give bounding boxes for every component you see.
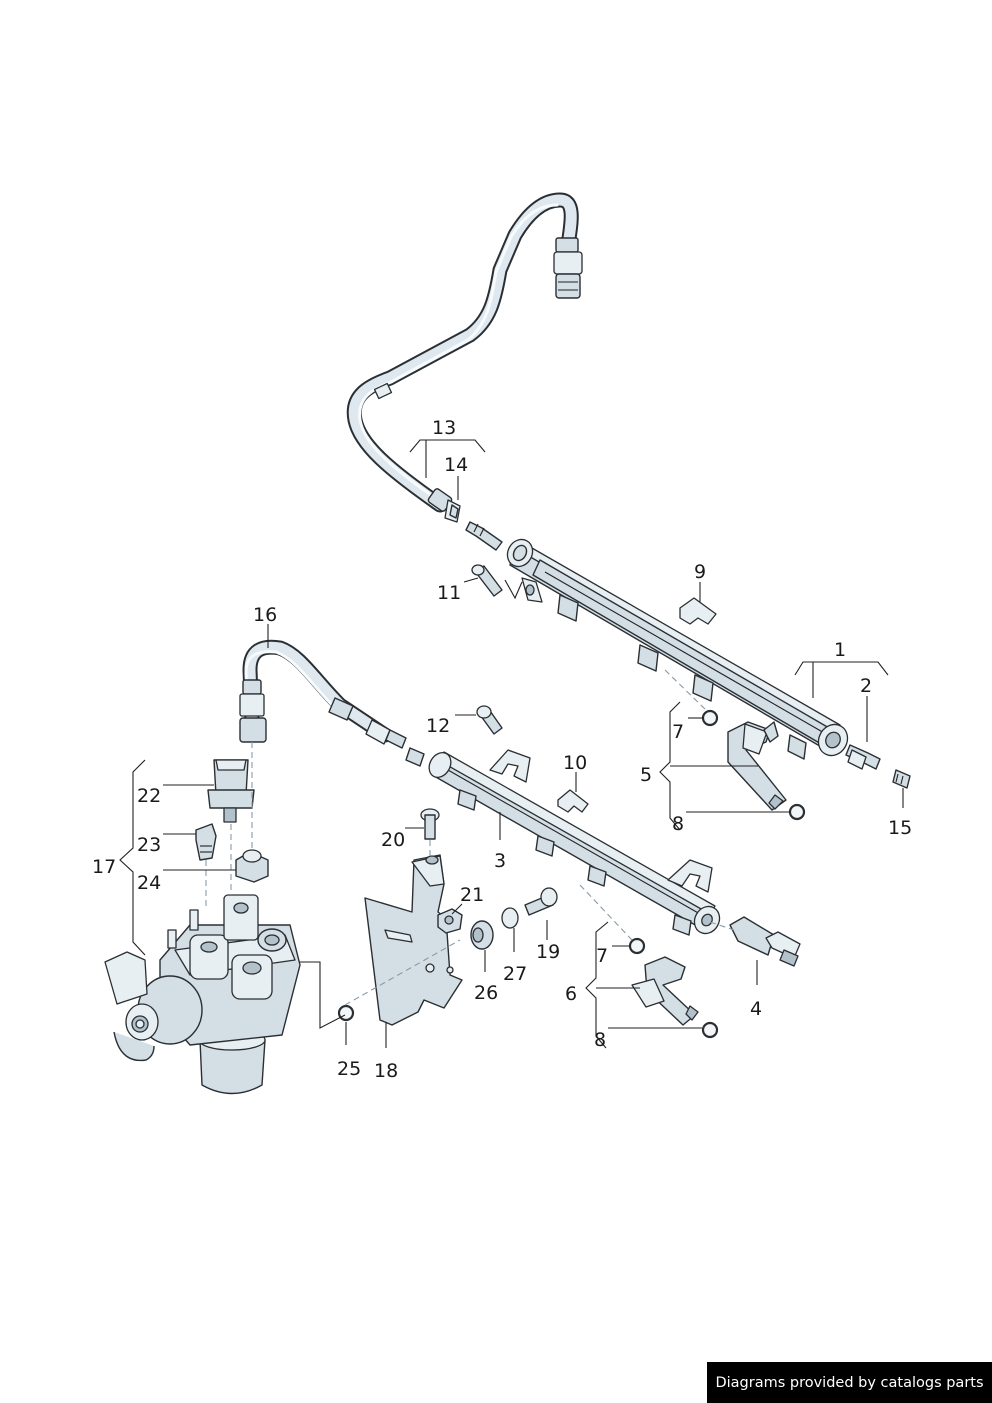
callout-7-upper: 7 xyxy=(672,721,684,743)
retaining-clip-10 xyxy=(557,789,589,813)
injector-lower xyxy=(631,956,699,1026)
callout-12: 12 xyxy=(426,715,450,737)
callout-22: 22 xyxy=(137,785,161,807)
callout-26: 26 xyxy=(474,982,498,1004)
pressure-adapter-2 xyxy=(845,744,881,770)
assembly-lines xyxy=(205,579,735,1029)
fuel-rail-lower xyxy=(405,747,721,936)
pressure-sender-22 xyxy=(207,759,255,823)
callout-10: 10 xyxy=(563,752,587,774)
callout-8-upper: 8 xyxy=(672,813,684,835)
callout-2: 2 xyxy=(860,675,872,697)
o-ring-7-upper xyxy=(701,709,719,727)
callout-1: 1 xyxy=(834,639,846,661)
bolt-12 xyxy=(476,705,503,735)
callout-7-lower: 7 xyxy=(596,945,608,967)
callout-11: 11 xyxy=(437,582,461,604)
callout-15: 15 xyxy=(888,817,912,839)
callout-leaders xyxy=(119,439,904,1049)
callout-8-lower: 8 xyxy=(594,1029,606,1051)
bolt-20 xyxy=(420,808,440,840)
callout-27: 27 xyxy=(503,963,527,985)
union-nut-24 xyxy=(235,849,269,883)
callout-21: 21 xyxy=(460,884,484,906)
high-pressure-pipe-upper xyxy=(346,192,583,513)
callout-6: 6 xyxy=(565,983,577,1005)
mounting-bracket-18 xyxy=(364,854,463,1026)
pipe-clip-14 xyxy=(444,499,461,523)
washer-25 xyxy=(337,1004,355,1022)
callout-13: 13 xyxy=(432,417,456,439)
high-pressure-pipe-lower xyxy=(239,639,407,749)
spacer-sleeve-27 xyxy=(501,907,519,929)
callout-23: 23 xyxy=(137,834,161,856)
callout-24: 24 xyxy=(137,872,161,894)
fuel-rail-upper xyxy=(465,521,849,760)
rubber-grommet-26 xyxy=(470,920,494,950)
fuel-pressure-sender-4 xyxy=(729,916,801,967)
callout-4: 4 xyxy=(750,998,762,1020)
callout-16: 16 xyxy=(253,604,277,626)
callout-20: 20 xyxy=(381,829,405,851)
callout-5: 5 xyxy=(640,764,652,786)
fitting-23 xyxy=(195,823,217,861)
bolt-11 xyxy=(471,564,503,597)
callout-3: 3 xyxy=(494,850,506,872)
callout-19: 19 xyxy=(536,941,560,963)
retaining-clip-9 xyxy=(679,597,717,625)
callout-17: 17 xyxy=(92,856,116,878)
callout-25: 25 xyxy=(337,1058,361,1080)
sealing-cap-15 xyxy=(892,769,911,789)
nut-21 xyxy=(437,908,463,934)
o-ring-7-lower xyxy=(628,937,646,955)
callout-18: 18 xyxy=(374,1060,398,1082)
o-ring-8-upper xyxy=(788,803,806,821)
credit-banner: Diagrams provided by catalogs parts xyxy=(707,1362,992,1403)
bolt-19 xyxy=(524,887,558,916)
callout-labels: 1 2 3 4 5 6 7 7 8 8 9 10 11 12 13 14 15 … xyxy=(92,417,912,1082)
high-pressure-pump-17 xyxy=(104,894,301,1095)
callout-14: 14 xyxy=(444,454,468,476)
o-ring-8-lower xyxy=(701,1021,719,1039)
callout-9: 9 xyxy=(694,561,706,583)
